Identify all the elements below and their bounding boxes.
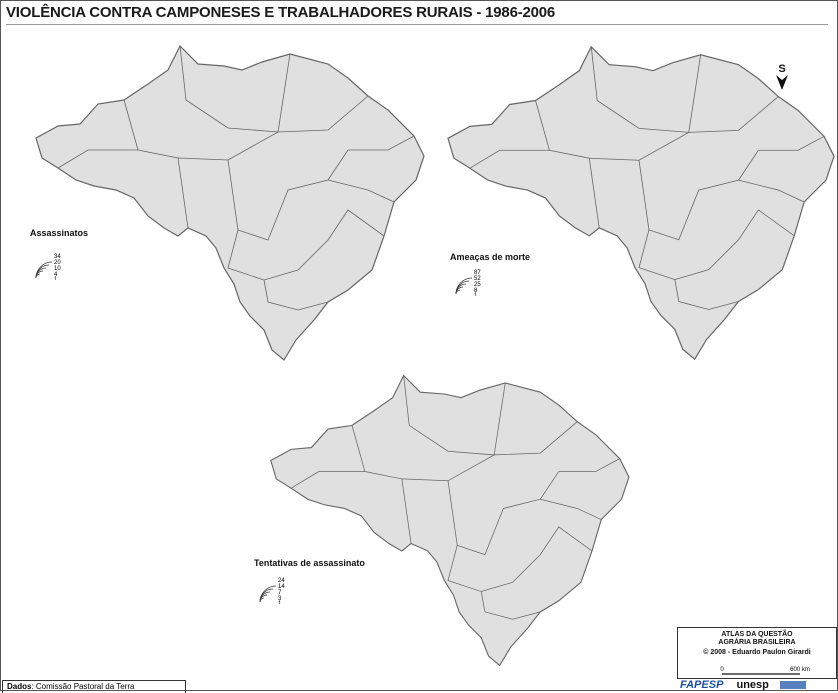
- legend-tentativas: Tentativas de assassinato 24 14 7 3 1: [254, 558, 365, 604]
- map-assassinatos: [35, 44, 425, 361]
- atlas-credit-box: ATLAS DA QUESTÃO AGRÁRIA BRASILEIRA © 20…: [677, 627, 837, 679]
- state-border: [638, 209, 795, 281]
- sponsor-logos: FAPESP unesp: [680, 679, 806, 691]
- map-ameacas-de-morte: [447, 45, 835, 361]
- scale-start: 0: [720, 667, 724, 673]
- svg-text:7: 7: [278, 590, 282, 596]
- atlas-title-line2: AGRÁRIA BRASILEIRA: [718, 639, 796, 646]
- state-border: [348, 135, 415, 151]
- legend-title: Ameaças de morte: [450, 252, 531, 262]
- country-outline: [35, 44, 425, 361]
- state-border: [480, 591, 541, 620]
- state-border: [351, 425, 412, 544]
- svg-text:14: 14: [278, 584, 285, 590]
- north-label: S: [778, 63, 785, 75]
- state-border: [403, 375, 506, 456]
- copyright-text: © 2008 - Eduardo Paulon Girardi: [703, 649, 811, 656]
- country-outline: [270, 374, 630, 667]
- state-border: [469, 149, 550, 169]
- svg-text:1: 1: [54, 277, 58, 280]
- atlas-title-line1: ATLAS DA QUESTÃO: [721, 631, 793, 638]
- institution-logo: [779, 681, 806, 690]
- state-border: [401, 421, 578, 482]
- data-source: Dados: Comissão Pastoral da Terra: [2, 680, 186, 693]
- state-border: [447, 471, 560, 556]
- svg-text:34: 34: [54, 254, 61, 260]
- legend-title: Tentativas de assassinato: [254, 558, 365, 568]
- state-border: [589, 96, 779, 161]
- svg-text:3: 3: [278, 596, 282, 602]
- state-border: [263, 279, 329, 311]
- state-border: [738, 179, 805, 203]
- legend-title: Assassinatos: [30, 228, 89, 238]
- legend-ameacas: Ameaças de morte 87 52 25 8 1: [450, 252, 530, 296]
- country-outline: [447, 45, 835, 361]
- state-border: [123, 99, 189, 229]
- source-label: Dados: [7, 682, 32, 691]
- fapesp-logo: FAPESP: [680, 679, 724, 691]
- svg-text:10: 10: [54, 266, 61, 272]
- title-divider: [6, 24, 828, 25]
- state-border: [638, 150, 759, 241]
- unesp-logo: unesp: [736, 679, 769, 691]
- map-title: VIOLÊNCIA CONTRA CAMPONESES E TRABALHADO…: [6, 4, 556, 21]
- svg-text:87: 87: [474, 270, 481, 276]
- state-border: [590, 46, 702, 133]
- state-border: [558, 458, 620, 472]
- svg-text:52: 52: [474, 276, 481, 282]
- svg-text:8: 8: [474, 288, 478, 294]
- state-border: [227, 209, 385, 281]
- legend-symbols: 87 52 25 8 1: [455, 270, 481, 296]
- source-text: : Comissão Pastoral da Terra: [31, 682, 135, 691]
- svg-text:25: 25: [474, 282, 481, 288]
- legend-symbols: 34 20 10 4 1: [35, 254, 61, 280]
- legend-symbols: 24 14 7 3 1: [259, 578, 285, 604]
- scale-end: 600 km: [790, 667, 810, 673]
- svg-text:24: 24: [278, 578, 285, 584]
- svg-text:20: 20: [54, 260, 61, 266]
- svg-text:1: 1: [474, 293, 478, 296]
- state-border: [290, 471, 365, 489]
- state-border: [535, 100, 600, 228]
- state-border: [540, 498, 602, 520]
- state-border: [227, 149, 349, 241]
- scale-bar: 0 600 km: [720, 667, 810, 675]
- state-border: [57, 149, 138, 169]
- state-border: [447, 526, 593, 592]
- svg-text:4: 4: [54, 272, 58, 278]
- legend-assassinatos: Assassinatos 34 20 10 4 1: [30, 228, 88, 280]
- state-border: [179, 45, 291, 133]
- state-border: [177, 95, 369, 161]
- map-tentativas-de-assassinato: [270, 374, 630, 667]
- state-border: [327, 179, 395, 203]
- state-border: [758, 135, 825, 151]
- state-border: [674, 279, 739, 310]
- north-arrow-icon: S: [774, 62, 790, 97]
- svg-text:1: 1: [278, 601, 282, 604]
